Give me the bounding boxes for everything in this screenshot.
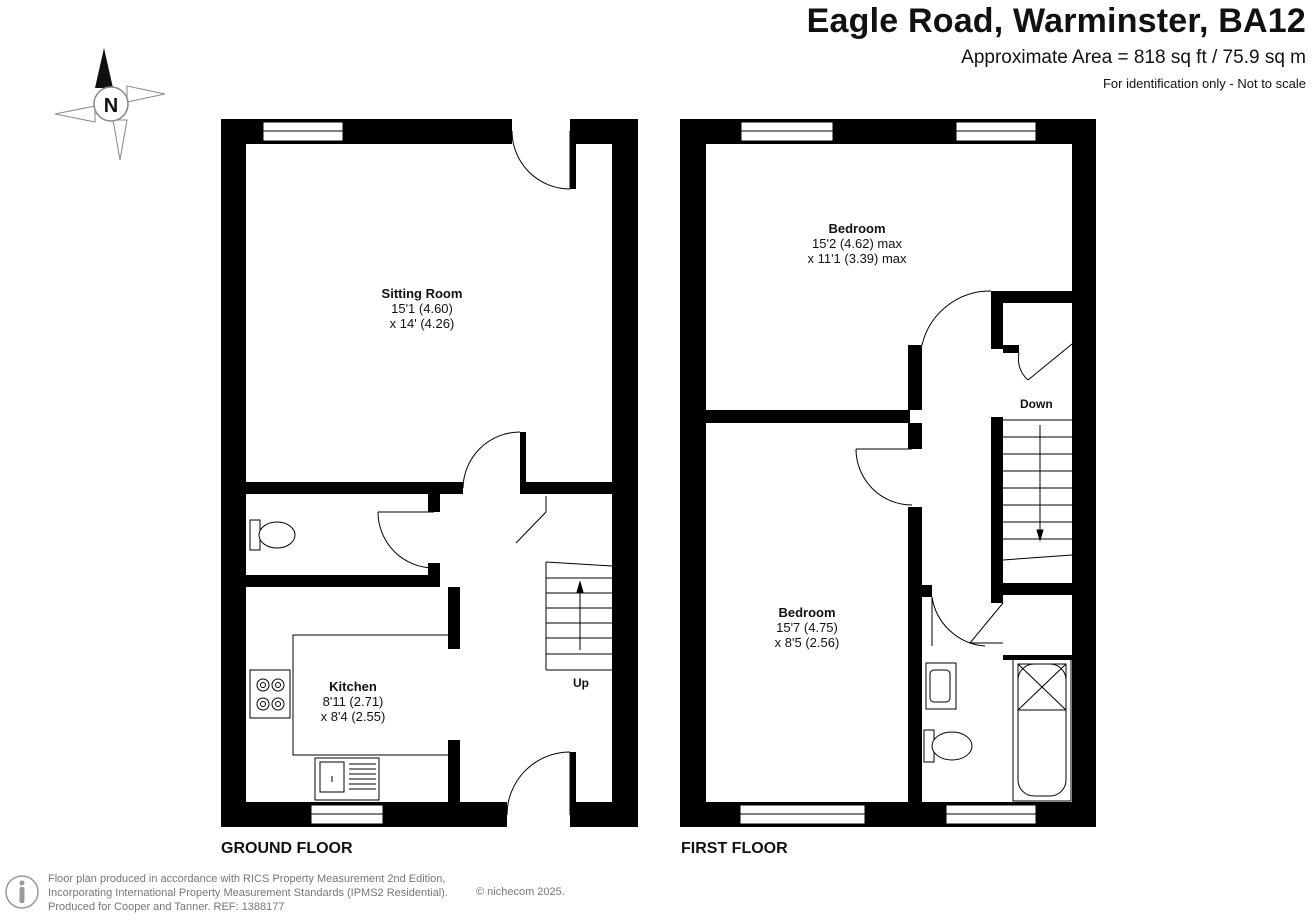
bathroom-partition — [1003, 655, 1072, 660]
room-bedroom-rear: Bedroom 15'7 (4.75) x 8'5 (2.56) — [775, 605, 840, 650]
footer-line: Floor plan produced in accordance with R… — [48, 873, 446, 885]
bath-icon — [1012, 658, 1072, 802]
compass-north-letter: N — [104, 95, 118, 117]
ground-floor-label: GROUND FLOOR — [221, 840, 353, 857]
ground-floor-stairs — [545, 561, 613, 671]
room-sitting-room: Sitting Room 15'1 (4.60) x 14' (4.26) — [382, 286, 463, 331]
ground-floor-windows — [262, 121, 384, 825]
room-dimension: 15'1 (4.60) — [391, 301, 453, 316]
room-name: Bedroom — [778, 605, 836, 620]
room-dimension: x 8'4 (2.55) — [320, 709, 386, 724]
compass-rose-icon: N — [54, 48, 166, 161]
room-dimension: 8'11 (2.71) — [322, 694, 384, 709]
ground-floor-doors — [377, 130, 571, 816]
room-dimension: x 11'1 (3.39) max — [807, 251, 907, 266]
footer-line: Produced for Cooper and Tanner. REF: 138… — [48, 901, 285, 913]
basin-icon — [925, 662, 957, 710]
room-dimension: x 14' (4.26) — [389, 316, 455, 331]
footer-line: Incorporating International Property Mea… — [48, 887, 448, 899]
bathroom-toilet-icon — [923, 729, 973, 763]
kitchen-worktop — [292, 634, 448, 756]
hob-icon — [249, 669, 291, 719]
first-floor-doors — [855, 290, 1073, 647]
toilet-icon — [249, 519, 296, 551]
room-dimension: 15'2 (4.62) max — [812, 236, 902, 251]
ground-floor-walls — [221, 119, 638, 827]
first-floor-stairs — [1002, 419, 1073, 561]
first-floor-label: FIRST FLOOR — [681, 840, 788, 857]
property-title: Eagle Road, Warminster, BA12 — [806, 2, 1306, 40]
room-dimension: 15'7 (4.75) — [776, 620, 838, 635]
person-info-icon — [5, 875, 39, 909]
room-name: Kitchen — [329, 679, 377, 694]
first-floor-windows — [739, 121, 1037, 825]
room-bedroom-front: Bedroom 15'2 (4.62) max x 11'1 (3.39) ma… — [807, 221, 906, 266]
stairs-down-label: Down — [1020, 397, 1053, 411]
room-dimension: x 8'5 (2.56) — [774, 635, 840, 650]
stairs-up-label: Up — [573, 676, 589, 690]
scale-note: For identification only - Not to scale — [1102, 76, 1306, 91]
room-kitchen: Kitchen 8'11 (2.71) x 8'4 (2.55) — [321, 679, 386, 724]
sink-icon — [314, 757, 380, 801]
approximate-area: Approximate Area = 818 sq ft / 75.9 sq m — [961, 47, 1306, 68]
footer-notes: Floor plan produced in accordance with R… — [48, 872, 448, 914]
copyright: © nichecom 2025. — [476, 886, 565, 898]
room-name: Sitting Room — [381, 286, 463, 301]
room-name: Bedroom — [828, 221, 886, 236]
